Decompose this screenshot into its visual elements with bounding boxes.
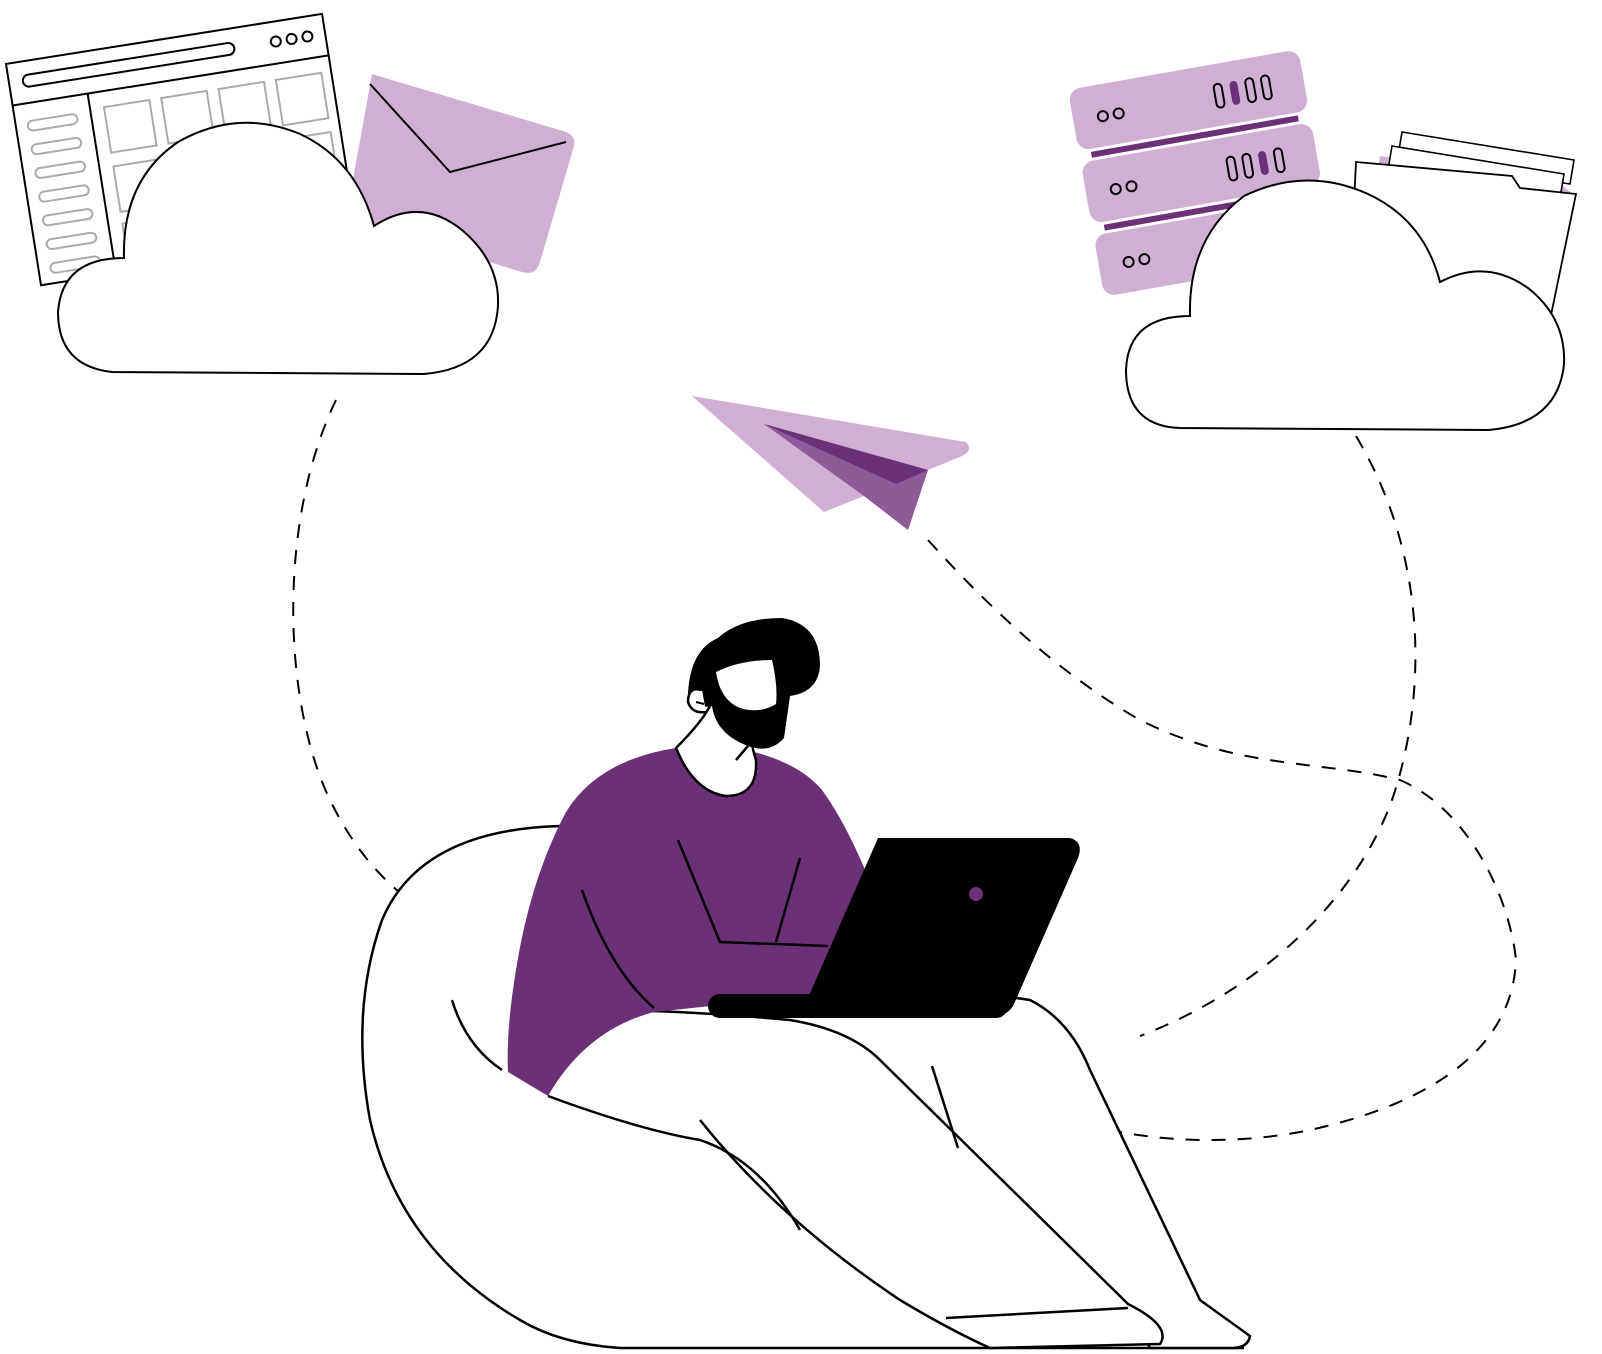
laptop-icon [708,838,1080,1018]
person-icon [450,618,1252,1350]
purple-shirt [507,748,866,1096]
right-cloud-group [1069,51,1578,432]
left-cloud-group [4,12,575,376]
right-dashed-path [1139,435,1417,1037]
cloud-icon [56,121,500,376]
left-dashed-path [292,399,469,933]
head [686,618,820,761]
plane-dashed-path [927,539,1518,1141]
paper-plane-icon [692,396,970,530]
dashed-connectors [292,399,1518,1141]
cloud-icon [1124,179,1566,432]
laptop-logo [969,887,983,901]
